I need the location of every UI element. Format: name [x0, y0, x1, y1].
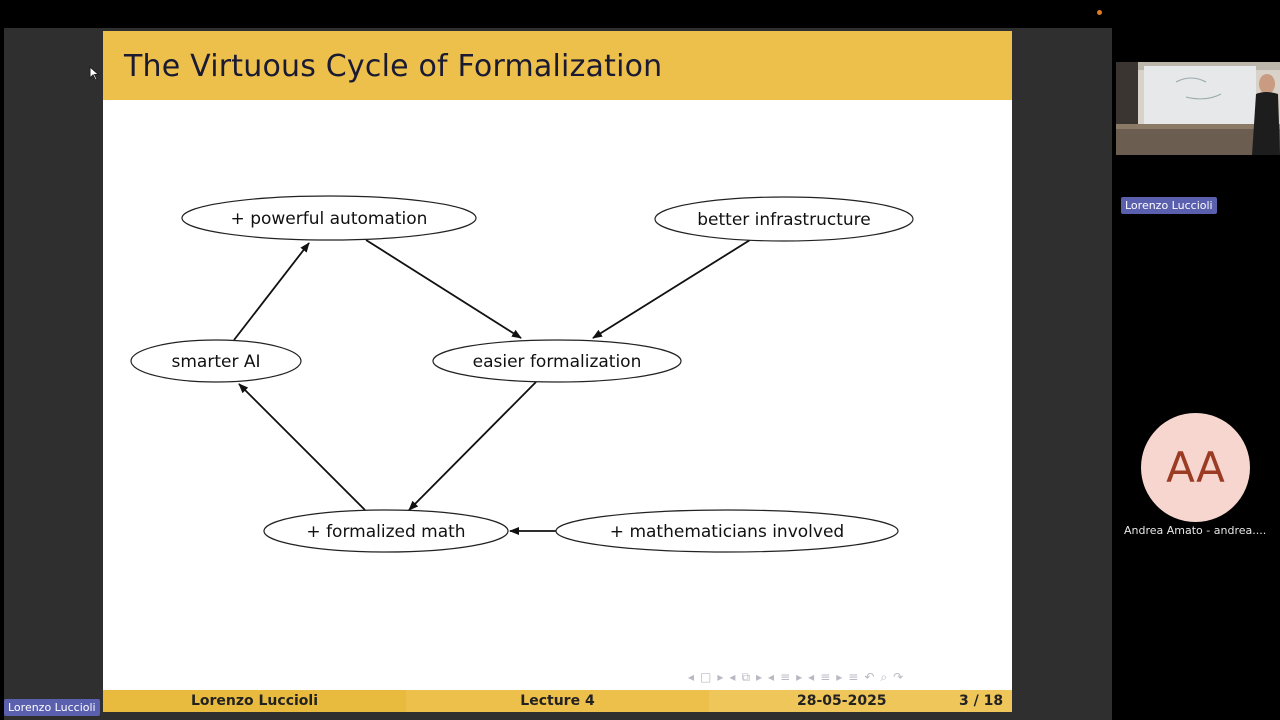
- nav-subsection-icon[interactable]: ⧉: [741, 670, 750, 685]
- node-mathematicians-label: + mathematicians involved: [610, 522, 844, 542]
- nav-right-arrow-icon[interactable]: ▸: [756, 670, 762, 684]
- nav-outline-icon[interactable]: ≡: [848, 670, 858, 684]
- video-name-tag: Lorenzo Luccioli: [1121, 197, 1217, 214]
- slide-header: The Virtuous Cycle of Formalization: [103, 31, 1012, 100]
- edge-formalization-to-math: [409, 382, 536, 510]
- nav-right-arrow-icon[interactable]: ▸: [836, 670, 842, 684]
- footer-author: Lorenzo Luccioli: [103, 690, 406, 712]
- participant-name: Andrea Amato - andrea....: [1124, 524, 1264, 537]
- participant-video[interactable]: [1116, 62, 1280, 155]
- nav-left-arrow-icon[interactable]: ◂: [688, 670, 694, 684]
- footer-page-number: 3 / 18: [959, 690, 1003, 712]
- mouse-cursor-icon: [89, 66, 103, 82]
- beamer-navigation[interactable]: ◂ □ ▸ ◂ ⧉ ▸ ◂ ≡ ▸ ◂ ≡ ▸ ≡ ↶ ⌕ ↷: [688, 669, 1008, 685]
- presentation-slide: The Virtuous Cycle of Formalization + po…: [103, 31, 1012, 712]
- nav-right-arrow-icon[interactable]: ▸: [796, 670, 802, 684]
- footer-lecture: Lecture 4: [406, 690, 709, 712]
- node-ai-label: smarter AI: [172, 352, 261, 372]
- edge-math-to-ai: [239, 384, 365, 510]
- nav-part-icon[interactable]: ≡: [820, 670, 830, 684]
- nav-back-icon[interactable]: ↶: [864, 670, 874, 684]
- cycle-diagram: + powerful automation better infrastructu…: [103, 100, 1012, 690]
- footer-right: 28-05-2025 3 / 18: [709, 690, 1012, 712]
- top-bar: [0, 0, 1280, 28]
- participant-avatar[interactable]: AA: [1141, 413, 1250, 522]
- avatar-initials: AA: [1166, 443, 1225, 492]
- nav-left-arrow-icon[interactable]: ◂: [768, 670, 774, 684]
- nav-frame-icon[interactable]: □: [700, 670, 711, 684]
- nav-search-icon[interactable]: ⌕: [880, 670, 887, 685]
- node-automation-label: + powerful automation: [231, 209, 428, 229]
- edge-ai-to-automation: [234, 243, 309, 340]
- nav-left-arrow-icon[interactable]: ◂: [729, 670, 735, 684]
- slide-footer: Lorenzo Luccioli Lecture 4 28-05-2025 3 …: [103, 690, 1012, 712]
- node-infrastructure-label: better infrastructure: [697, 210, 870, 230]
- nav-right-arrow-icon[interactable]: ▸: [717, 670, 723, 684]
- nav-forward-icon[interactable]: ↷: [893, 670, 903, 684]
- nav-section-icon[interactable]: ≡: [780, 670, 790, 684]
- node-formalization-label: easier formalization: [473, 352, 642, 372]
- recording-indicator: [1097, 10, 1102, 15]
- presenter-name-tag: Lorenzo Luccioli: [4, 699, 100, 716]
- node-math-label: + formalized math: [306, 522, 465, 542]
- slide-title: The Virtuous Cycle of Formalization: [124, 49, 662, 84]
- edge-infrastructure-to-formalization: [593, 240, 750, 338]
- video-frame-image: [1116, 62, 1280, 155]
- edge-automation-to-formalization: [366, 240, 521, 338]
- nav-left-arrow-icon[interactable]: ◂: [808, 670, 814, 684]
- footer-date: 28-05-2025: [797, 690, 887, 712]
